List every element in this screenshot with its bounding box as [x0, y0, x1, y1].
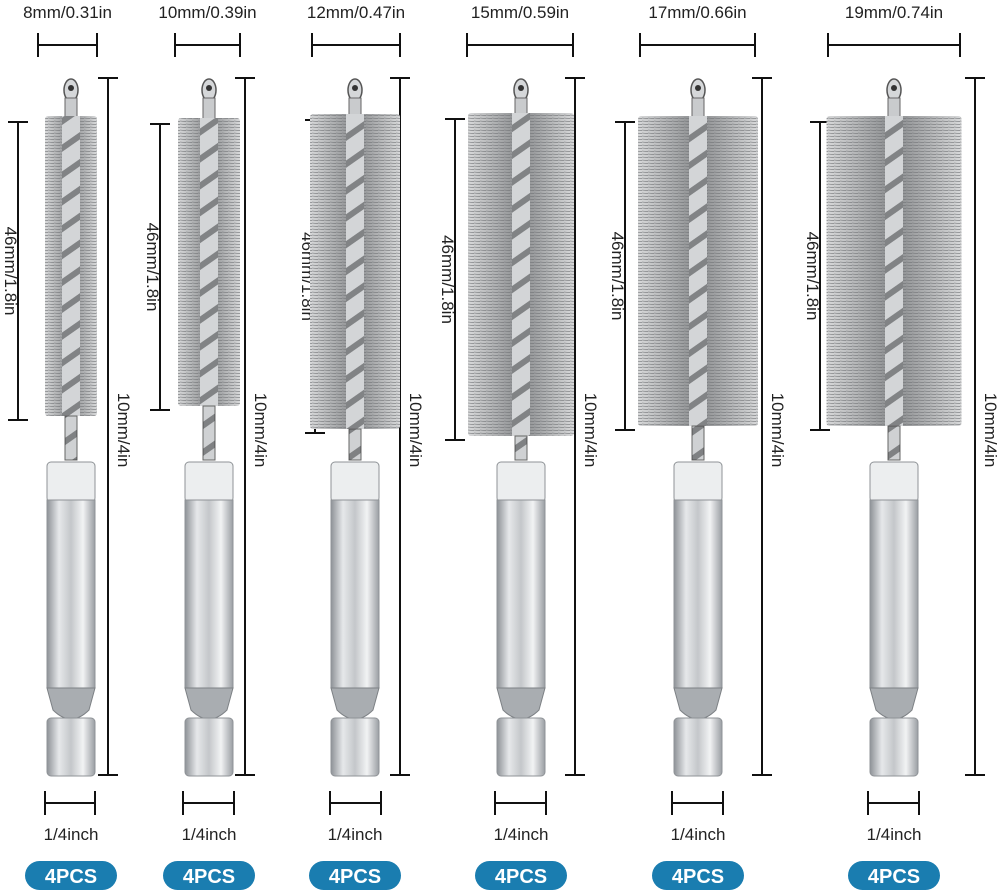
total-length-dimension-line [752, 77, 772, 776]
shank-label: 1/4inch [182, 825, 237, 844]
total-length-label: 10mm/4in [406, 393, 425, 468]
total-length-label: 10mm/4in [768, 393, 787, 468]
bristle-length-dimension-line [8, 121, 28, 421]
bristle-length-label: 46mm/1.8in [803, 232, 822, 321]
diameter-label: 15mm/0.59in [471, 3, 569, 22]
wire-brush-image [310, 78, 400, 777]
total-length-label: 10mm/4in [581, 393, 600, 468]
diameter-label: 8mm/0.31in [23, 3, 112, 22]
wire-brush-image [45, 78, 97, 777]
quantity-badge: 4PCS [309, 861, 401, 890]
quantity-badge: 4PCS [652, 861, 744, 890]
diameter-label: 17mm/0.66in [648, 3, 746, 22]
total-length-label: 10mm/4in [114, 393, 133, 468]
quantity-badge: 4PCS [25, 861, 117, 890]
bristle-length-label: 46mm/1.8in [608, 232, 627, 321]
diameter-dimension-line [466, 33, 574, 57]
shank-label: 1/4inch [328, 825, 383, 844]
brush-column: 19mm/0.74in 10mm/4in 46mm/1.8in 1/4inch 4PCS [803, 3, 1000, 890]
bristle-length-label: 46mm/1.8in [1, 227, 20, 316]
brush-column: 10mm/0.39in 10mm/4in 46mm/1.8in 1/4inch 4PCS [143, 3, 270, 890]
shank-dimension-line [44, 791, 96, 815]
shank-label: 1/4inch [671, 825, 726, 844]
shank-dimension-line [867, 791, 920, 815]
wire-brush-image [826, 78, 962, 777]
shank-label: 1/4inch [494, 825, 549, 844]
shank-dimension-line [182, 791, 235, 815]
diameter-dimension-line [37, 33, 98, 57]
shank-label: 1/4inch [867, 825, 922, 844]
bristle-length-label: 46mm/1.8in [143, 223, 162, 312]
shank-label: 1/4inch [44, 825, 99, 844]
diameter-label: 10mm/0.39in [158, 3, 256, 22]
quantity-badge: 4PCS [475, 861, 567, 890]
shank-dimension-line [494, 791, 547, 815]
total-length-dimension-line [98, 77, 118, 776]
diameter-dimension-line [827, 33, 961, 57]
quantity-badge: 4PCS [848, 861, 940, 890]
diameter-dimension-line [311, 33, 401, 57]
total-length-dimension-line [965, 77, 985, 776]
diameter-dimension-line [639, 33, 756, 57]
diameter-label: 12mm/0.47in [307, 3, 405, 22]
brush-column: 15mm/0.59in 10mm/4in 46mm/1.8in 1/4inch 4PCS [438, 3, 600, 890]
diameter-dimension-line [174, 33, 241, 57]
total-length-label: 10mm/4in [981, 393, 1000, 468]
bristle-length-label: 46mm/1.8in [438, 235, 457, 324]
total-length-dimension-line [565, 77, 585, 776]
brush-column: 8mm/0.31in 10mm/4in 46mm/1.8in 1/4inch 4PCS [1, 3, 133, 890]
quantity-label: 4PCS [329, 866, 381, 888]
quantity-badge: 4PCS [163, 861, 255, 890]
shank-dimension-line [671, 791, 724, 815]
bristle-length-dimension-line [445, 118, 465, 441]
shank-dimension-line [329, 791, 382, 815]
quantity-label: 4PCS [672, 866, 724, 888]
quantity-label: 4PCS [495, 866, 547, 888]
quantity-label: 4PCS [183, 866, 235, 888]
bristle-length-dimension-line [150, 123, 170, 411]
total-length-dimension-line [235, 77, 255, 776]
brush-column: 17mm/0.66in 10mm/4in 46mm/1.8in 1/4inch 4PCS [608, 3, 787, 890]
wire-brush-image [178, 78, 240, 777]
quantity-label: 4PCS [868, 866, 920, 888]
wire-brush-image [468, 78, 574, 777]
diameter-label: 19mm/0.74in [845, 3, 943, 22]
quantity-label: 4PCS [45, 866, 97, 888]
total-length-label: 10mm/4in [251, 393, 270, 468]
wire-brush-image [638, 78, 758, 777]
bristle-length-dimension-line [615, 121, 635, 431]
